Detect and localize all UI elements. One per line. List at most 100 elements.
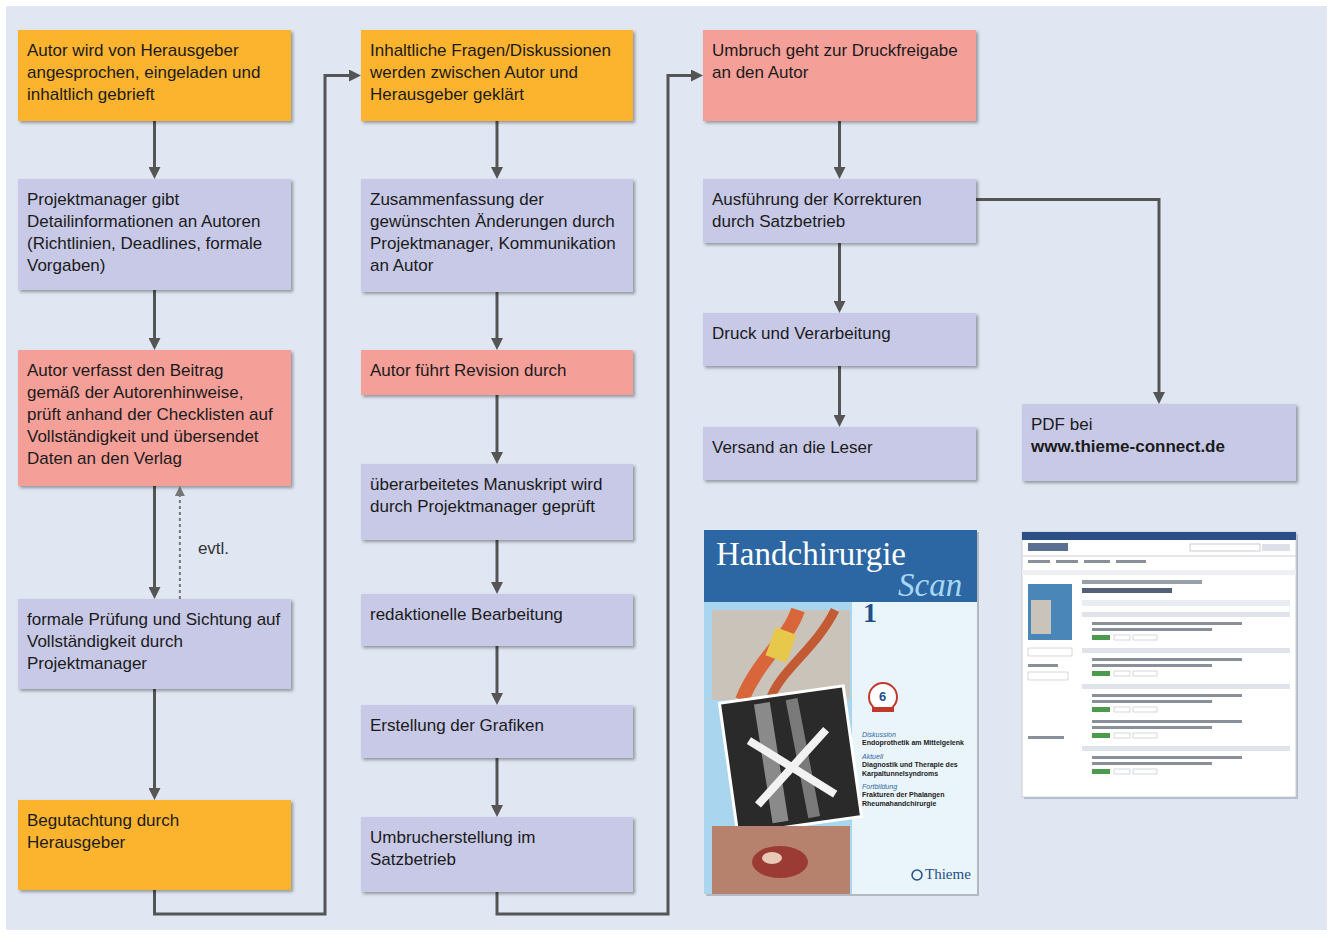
cover-subtitle: Scan [898, 567, 962, 603]
flow-arrow [496, 646, 499, 695]
website-screenshot-part [1084, 560, 1110, 563]
flow-arrow [496, 540, 499, 584]
cover-text: Frakturen der Phalangen [862, 791, 974, 800]
cover-text: Endoprothetik am Mittelgelenk [862, 739, 974, 748]
box-text: Umbruch geht zur Druckfreigabe an den Au… [712, 40, 966, 84]
flow-arrow [153, 121, 156, 169]
cover-text: Aktuell [862, 753, 974, 762]
magazine-cover-part [912, 870, 922, 880]
magazine-cover-part [704, 530, 977, 894]
cover-title: Handchirurgie [716, 536, 906, 572]
website-screenshot [1022, 532, 1298, 799]
box-text: überarbeitetes Manuskript wird durch Pro… [370, 474, 623, 518]
flow-arrow [153, 486, 156, 589]
process-box: Erstellung der Grafiken [361, 705, 633, 758]
website-screenshot-part [1022, 570, 1296, 575]
magazine-cover-part [742, 610, 798, 700]
publisher-logo: Thieme [925, 866, 971, 883]
box-text: Erstellung der Grafiken [370, 715, 623, 737]
box-text: redaktionelle Bearbeitung [370, 604, 623, 626]
website-screenshot-part [1022, 532, 1296, 797]
flow-arrow [496, 758, 499, 807]
process-box: Druck und Verarbeitung [703, 313, 976, 366]
website-screenshot-part [1092, 622, 1242, 640]
magazine-cover-part [869, 683, 897, 711]
website-screenshot-part [1190, 544, 1260, 551]
website-screenshot-part [1031, 600, 1051, 634]
magazine-cover-part [766, 627, 797, 663]
website-screenshot-part [1028, 664, 1058, 667]
box-text: Umbrucherstellung im Satzbetrieb [370, 827, 623, 871]
process-box: formale Prüfung und Sichtung auf Vollstä… [18, 599, 291, 689]
flow-arrow [153, 290, 156, 340]
flow-arrow [976, 199, 1159, 394]
website-screenshot-part [1082, 746, 1290, 751]
magazine-cover-part [852, 602, 977, 894]
website-screenshot-part [1028, 543, 1068, 551]
process-box: redaktionelle Bearbeitung [361, 594, 633, 646]
flow-arrow [838, 243, 841, 303]
box-text: Autor verfasst den Beitrag gemäß der Aut… [27, 360, 281, 470]
magazine-cover-part-part [719, 686, 861, 834]
flow-arrow [838, 121, 841, 169]
website-screenshot-part [1092, 694, 1242, 712]
cover-text: Diagnostik und Therapie des Karpaltunnel… [862, 761, 974, 778]
process-box: Zusammenfassung der gewünschten Änderung… [361, 179, 633, 292]
magazine-cover-part [872, 707, 894, 712]
website-screenshot-part [1082, 600, 1290, 606]
box-text: Inhaltliche Fragen/Diskussionen werden z… [370, 40, 623, 106]
cover-text: Rheumahandchirurgie [862, 800, 974, 809]
process-box: überarbeitetes Manuskript wird durch Pro… [361, 464, 633, 540]
magazine-cover-part [752, 846, 808, 878]
process-box: Autor verfasst den Beitrag gemäß der Aut… [18, 350, 291, 486]
website-screenshot-part [1082, 684, 1290, 689]
cover-text: Diskussion [862, 731, 974, 740]
box-text: Zusammenfassung der gewünschten Änderung… [370, 189, 623, 277]
website-screenshot-part [1092, 658, 1242, 676]
box-text: Druck und Verarbeitung [712, 323, 966, 345]
box-text: Ausführung der Korrekturen durch Satzbet… [712, 189, 966, 233]
process-box: Begutachtung durch Herausgeber [18, 800, 291, 890]
magazine-cover-part [719, 686, 861, 834]
process-box: Autor führt Revision durch [361, 350, 633, 395]
process-box: Ausführung der Korrekturen durch Satzbet… [703, 179, 976, 243]
website-screenshot-part [1022, 532, 1296, 540]
process-box: Autor wird von Herausgeber angesprochen,… [18, 30, 291, 121]
website-screenshot-part [1028, 736, 1064, 739]
process-box: Inhaltliche Fragen/Diskussionen werden z… [361, 30, 633, 121]
website-screenshot-part [1022, 556, 1296, 557]
magazine-cover-part [762, 852, 782, 864]
website-screenshot-part [1092, 720, 1242, 738]
process-box: PDF beiwww.thieme-connect.de [1022, 404, 1296, 481]
dotted-arrow [179, 494, 181, 599]
box-text: PDF bei [1031, 414, 1286, 436]
badge-number: 6 [879, 690, 886, 704]
website-screenshot-part [1092, 756, 1242, 774]
process-box: Versand an die Leser [703, 427, 976, 480]
flow-arrow [496, 121, 499, 169]
issue-number: 1 [863, 598, 877, 629]
process-box: Umbruch geht zur Druckfreigabe an den Au… [703, 30, 976, 121]
magazine-cover-part [712, 826, 850, 894]
website-screenshot-part [1028, 584, 1072, 640]
website-screenshot-part [1082, 580, 1202, 584]
box-text: Autor wird von Herausgeber angesprochen,… [27, 40, 281, 106]
website-screenshot-part [1028, 560, 1050, 563]
box-text: formale Prüfung und Sichtung auf Vollstä… [27, 609, 281, 675]
box-text: Projektmanager gibt Detailinformationen … [27, 189, 281, 277]
flow-arrow [496, 395, 499, 454]
magazine-cover [704, 530, 979, 896]
website-screenshot-part [1082, 612, 1290, 617]
box-text: www.thieme-connect.de [1031, 436, 1286, 458]
flow-arrow [838, 366, 841, 417]
website-screenshot-part [1056, 560, 1078, 563]
process-box: Umbrucherstellung im Satzbetrieb [361, 817, 633, 892]
edge-label: evtl. [196, 538, 231, 560]
flow-arrow [153, 689, 156, 790]
process-box: Projektmanager gibt Detailinformationen … [18, 179, 291, 290]
website-screenshot-part [1116, 560, 1146, 563]
cover-text: Fortbildung [862, 783, 974, 792]
website-screenshot-part [1028, 648, 1072, 656]
website-screenshot-part [1082, 648, 1290, 653]
magazine-cover-part-part [749, 730, 835, 805]
